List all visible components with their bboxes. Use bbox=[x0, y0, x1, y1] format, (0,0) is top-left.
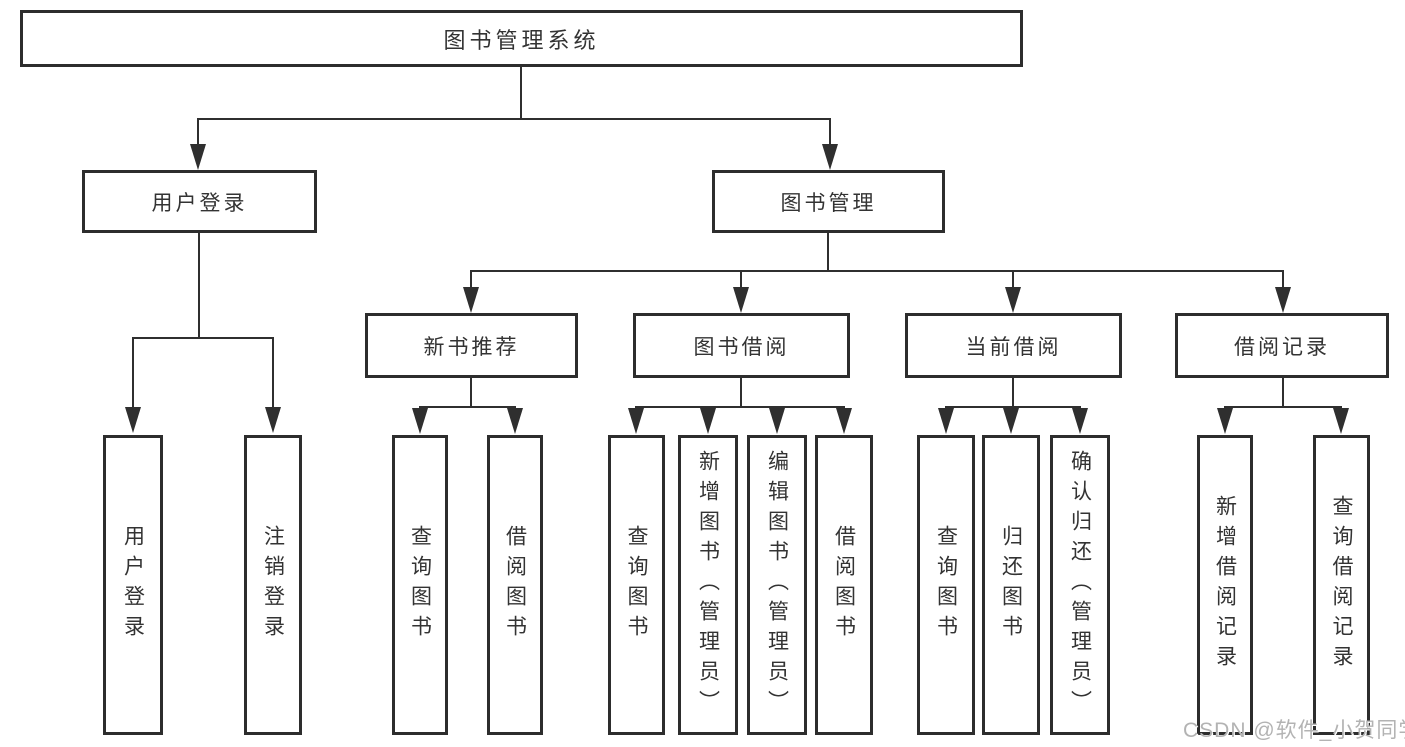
node-leaf-query-books-recommend: 查询图书 bbox=[392, 435, 448, 735]
arrowhead-down-icon bbox=[836, 408, 852, 434]
connector-drop bbox=[1282, 270, 1284, 287]
node-label: 查询借阅记录 bbox=[1330, 495, 1353, 675]
node-leaf-query-books-current: 查询图书 bbox=[917, 435, 975, 735]
node-leaf-edit-book-admin: 编辑图书（管理员） bbox=[747, 435, 807, 735]
connector-stem bbox=[1012, 378, 1014, 406]
connector-drop bbox=[272, 337, 274, 407]
connector-drop bbox=[740, 270, 742, 287]
arrowhead-down-icon bbox=[628, 408, 644, 434]
node-label: 图书管理系统 bbox=[443, 27, 600, 53]
node-book-borrowing: 图书借阅 bbox=[633, 313, 850, 378]
node-leaf-user-login: 用户登录 bbox=[103, 435, 163, 735]
connector-span bbox=[132, 337, 274, 339]
arrowhead-down-icon bbox=[125, 407, 141, 433]
node-leaf-query-borrow-record: 查询借阅记录 bbox=[1313, 435, 1370, 735]
arrowhead-down-icon bbox=[938, 408, 954, 434]
arrowhead-down-icon bbox=[1275, 287, 1291, 313]
node-label: 借阅图书 bbox=[503, 525, 527, 645]
arrowhead-down-icon bbox=[412, 408, 428, 434]
connector-root-stem bbox=[520, 67, 522, 118]
arrowhead-down-icon bbox=[265, 407, 281, 433]
node-leaf-confirm-return-admin: 确认归还（管理员） bbox=[1050, 435, 1110, 735]
arrowhead-down-icon bbox=[1217, 408, 1233, 434]
connector-drop bbox=[132, 337, 134, 407]
node-label: 当前借阅 bbox=[965, 335, 1062, 359]
node-leaf-borrow-book: 借阅图书 bbox=[815, 435, 873, 735]
node-label: 归还图书 bbox=[999, 525, 1023, 645]
node-user-login: 用户登录 bbox=[82, 170, 317, 233]
node-label: 编辑图书（管理员） bbox=[765, 450, 789, 720]
node-label: 借阅记录 bbox=[1234, 335, 1330, 359]
node-label: 新书推荐 bbox=[423, 335, 520, 359]
node-label: 查询图书 bbox=[408, 525, 432, 645]
node-label: 查询图书 bbox=[934, 525, 958, 645]
node-label: 新增借阅记录 bbox=[1213, 495, 1237, 675]
node-borrowing-records: 借阅记录 bbox=[1175, 313, 1389, 378]
node-label: 用户登录 bbox=[121, 525, 145, 645]
connector-stem bbox=[827, 233, 829, 270]
connector-span bbox=[1224, 406, 1342, 408]
node-leaf-add-borrow-record: 新增借阅记录 bbox=[1197, 435, 1253, 735]
connector-span bbox=[470, 270, 1284, 272]
arrowhead-down-icon bbox=[733, 287, 749, 313]
arrowhead-down-icon bbox=[769, 408, 785, 434]
connector-drop bbox=[470, 270, 472, 287]
connector-drop bbox=[829, 118, 831, 145]
arrowhead-down-icon bbox=[1333, 408, 1349, 434]
node-book-management: 图书管理 bbox=[712, 170, 945, 233]
connector-drop bbox=[1012, 270, 1014, 287]
node-label: 新增图书（管理员） bbox=[696, 450, 720, 720]
node-leaf-borrow-books-recommend: 借阅图书 bbox=[487, 435, 543, 735]
arrowhead-down-icon bbox=[1072, 408, 1088, 434]
node-label: 确认归还（管理员） bbox=[1068, 450, 1092, 720]
arrowhead-down-icon bbox=[190, 144, 206, 170]
arrowhead-down-icon bbox=[507, 408, 523, 434]
node-leaf-logout: 注销登录 bbox=[244, 435, 302, 735]
node-leaf-query-books-borrowing: 查询图书 bbox=[608, 435, 665, 735]
connector-drop bbox=[197, 118, 199, 145]
connector-span bbox=[419, 406, 516, 408]
node-label: 注销登录 bbox=[261, 525, 285, 645]
node-current-borrowing: 当前借阅 bbox=[905, 313, 1122, 378]
arrowhead-down-icon bbox=[463, 287, 479, 313]
node-label: 借阅图书 bbox=[832, 525, 856, 645]
node-library-management-system: 图书管理系统 bbox=[20, 10, 1023, 67]
node-leaf-return-book: 归还图书 bbox=[982, 435, 1040, 735]
node-label: 用户登录 bbox=[151, 191, 248, 215]
connector-stem bbox=[470, 378, 472, 406]
connector-root-span bbox=[197, 118, 831, 120]
arrowhead-down-icon bbox=[1005, 287, 1021, 313]
node-label: 图书管理 bbox=[780, 191, 877, 215]
node-label: 查询图书 bbox=[625, 525, 648, 645]
arrowhead-down-icon bbox=[1003, 408, 1019, 434]
connector-span bbox=[945, 406, 1081, 408]
node-leaf-add-book-admin: 新增图书（管理员） bbox=[678, 435, 738, 735]
connector-span bbox=[635, 406, 845, 408]
connector-stem bbox=[1282, 378, 1284, 406]
node-label: 图书借阅 bbox=[693, 335, 790, 359]
arrowhead-down-icon bbox=[700, 408, 716, 434]
connector-stem bbox=[198, 233, 200, 337]
arrowhead-down-icon bbox=[822, 144, 838, 170]
connector-stem bbox=[740, 378, 742, 406]
watermark: CSDN @软件_小贺同学 bbox=[1183, 719, 1405, 742]
node-new-book-recommend: 新书推荐 bbox=[365, 313, 578, 378]
